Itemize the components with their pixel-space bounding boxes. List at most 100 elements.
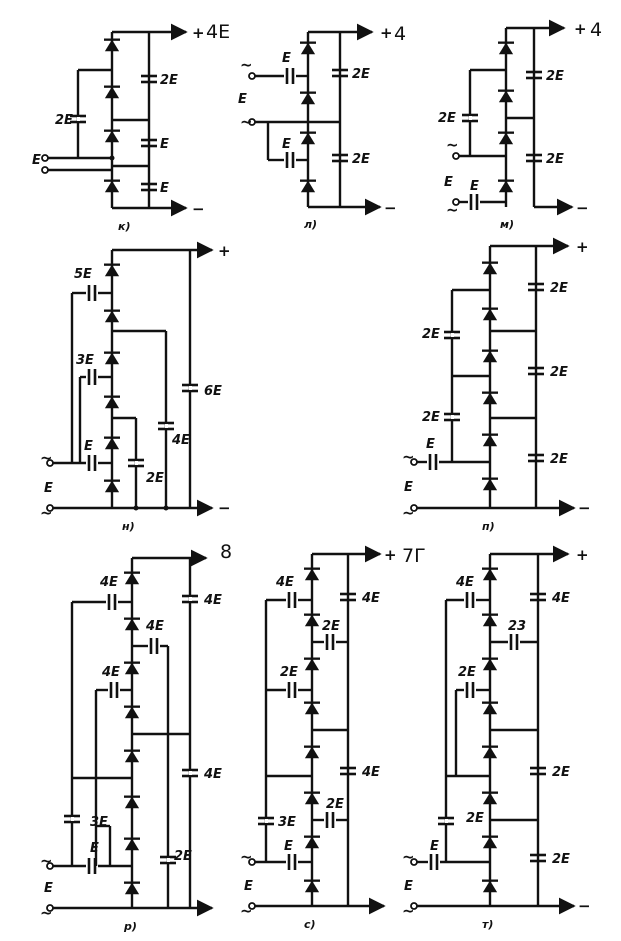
- cap-label: 4E: [361, 591, 380, 606]
- panel-p: 2E 2E E 2E 2E 2E ~ E ~ + − п): [402, 238, 591, 533]
- ac-sign: ~: [402, 448, 415, 466]
- cap-label: E: [84, 439, 93, 454]
- ac-sign: ~: [240, 113, 253, 131]
- plus-sign: +: [192, 24, 205, 42]
- diode: [480, 657, 500, 672]
- diode: [302, 791, 322, 806]
- diode: [480, 349, 500, 364]
- cap-label: 4E: [101, 665, 120, 680]
- diode: [102, 351, 122, 366]
- diode: [122, 881, 142, 896]
- cap-label: 2E: [552, 852, 570, 867]
- cap-label: 2E: [174, 849, 192, 864]
- panel-r: 4E 4E 4E 4E 4E 3E E 2E ~ E ~ 8 р): [40, 541, 232, 933]
- diode: [102, 179, 122, 194]
- cap-label: E: [282, 51, 291, 66]
- diode: [122, 705, 142, 720]
- diode: [102, 38, 122, 53]
- panel-caption: р): [123, 920, 137, 933]
- diode: [122, 795, 142, 810]
- cap-label: 4Е: [551, 591, 570, 606]
- ac-sign: ~: [240, 848, 253, 866]
- cap-label: E: [430, 839, 439, 854]
- minus-sign: −: [578, 499, 591, 517]
- plus-sign: +: [384, 546, 397, 564]
- source-label: E: [44, 481, 53, 496]
- cap-label: 2E: [280, 665, 298, 680]
- diode: [480, 835, 500, 850]
- cap-label: E: [426, 437, 435, 452]
- ac-sign: ~: [402, 504, 415, 522]
- output-note: 8: [220, 541, 232, 563]
- cap-label: 2E: [546, 152, 564, 167]
- cap-label: 4E: [99, 575, 118, 590]
- panel-s: 4E 4E 2E 2E 3E 2E E 4E ~ E ~ + 7Г с): [240, 545, 426, 931]
- source-label: E: [404, 879, 413, 894]
- cap-label: 5E: [74, 267, 92, 282]
- panel-n: 5E 3E E 6E 4E 2E ~ E ~ + − н): [40, 242, 231, 533]
- cap-label: 4E: [361, 765, 380, 780]
- cap-label: 2E: [160, 73, 178, 88]
- diode: [102, 395, 122, 410]
- ac-sign: ~: [402, 848, 415, 866]
- diode: [102, 479, 122, 494]
- diode: [102, 129, 122, 144]
- diode: [302, 567, 322, 582]
- cap-label: 2E: [552, 765, 570, 780]
- minus-sign: −: [192, 200, 205, 218]
- diode: [122, 661, 142, 676]
- source-label: E: [32, 153, 41, 168]
- diode: [298, 41, 318, 56]
- plus-sign: +: [380, 24, 393, 42]
- panel-caption: м): [500, 218, 514, 231]
- cap-label: E: [470, 179, 479, 194]
- diode: [480, 261, 500, 276]
- cap-label: 3E: [76, 353, 94, 368]
- diode: [298, 179, 318, 194]
- diode: [102, 263, 122, 278]
- cap-label: E: [284, 839, 293, 854]
- ac-sign: ~: [240, 902, 253, 920]
- diode: [122, 837, 142, 852]
- output-note: 7Г: [402, 545, 426, 567]
- diode: [496, 41, 516, 56]
- source-label: E: [404, 480, 413, 495]
- diode: [480, 745, 500, 760]
- diode: [102, 309, 122, 324]
- panel-k: 2E 2E E E E + 4Е − к): [32, 21, 230, 233]
- cap-label: 2E: [458, 665, 476, 680]
- plus-sign: +: [574, 20, 587, 38]
- diode: [496, 89, 516, 104]
- ac-sign: ~: [40, 852, 53, 870]
- diode: [480, 477, 500, 492]
- cap-label: 2E: [546, 69, 564, 84]
- ac-sign: ~: [40, 904, 53, 922]
- diode: [122, 749, 142, 764]
- cap-label: 2E: [550, 281, 568, 296]
- diode: [302, 613, 322, 628]
- ac-sign: ~: [240, 56, 253, 74]
- cap-label: 2E: [352, 152, 370, 167]
- diode: [102, 436, 122, 451]
- cap-label: 4E: [145, 619, 164, 634]
- source-label: E: [244, 879, 253, 894]
- output-note: 4: [590, 19, 602, 41]
- source-label: E: [238, 92, 247, 107]
- diode: [122, 571, 142, 586]
- plus-sign: +: [576, 238, 589, 256]
- ac-sign: ~: [40, 504, 53, 522]
- panel-caption: п): [482, 520, 495, 533]
- output-note: 4: [394, 23, 406, 45]
- diode: [302, 701, 322, 716]
- minus-sign: −: [578, 897, 591, 915]
- diode: [122, 617, 142, 632]
- panel-caption: с): [304, 918, 316, 931]
- minus-sign: −: [218, 499, 231, 517]
- minus-sign: −: [384, 199, 397, 217]
- diode: [496, 131, 516, 146]
- cap-label: 4E: [203, 593, 222, 608]
- cap-label: 4E: [203, 767, 222, 782]
- minus-sign: −: [576, 199, 589, 217]
- diode: [480, 613, 500, 628]
